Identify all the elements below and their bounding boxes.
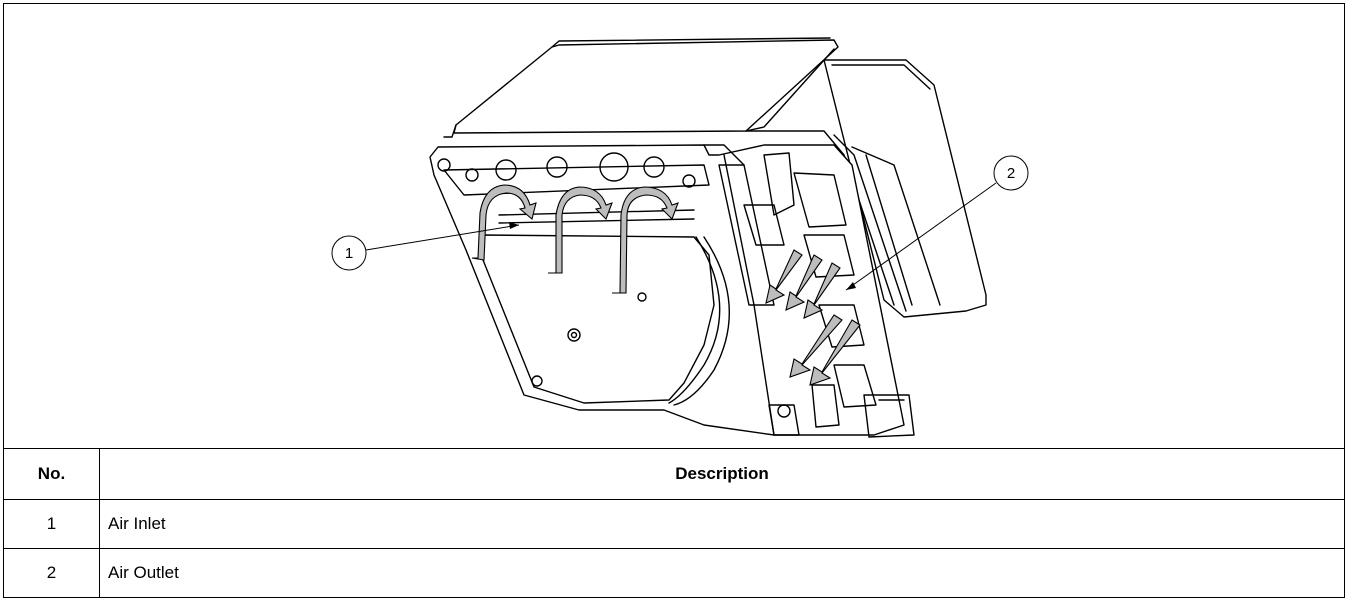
callout-2-label: 2 <box>1007 165 1015 182</box>
device-front-frame <box>429 144 905 436</box>
inlet-arrows <box>471 184 679 294</box>
header-description: Description <box>99 448 1345 500</box>
row-description: Air Outlet <box>99 548 1345 598</box>
callout-2: 2 <box>845 155 1029 291</box>
figure-cell: 1 2 <box>3 3 1345 449</box>
table-row: 1 Air Inlet <box>3 499 1345 549</box>
parts-table: 1 2 No. Description 1 Air Inlet 2 Air Ou… <box>3 3 1345 598</box>
callout-1-label: 1 <box>345 245 353 262</box>
table-row: 2 Air Outlet <box>3 548 1345 598</box>
device-lid <box>453 39 839 134</box>
device-housing <box>823 59 987 318</box>
row-description: Air Inlet <box>99 499 1345 549</box>
row-no: 2 <box>3 548 100 598</box>
table-header-row: No. Description <box>3 448 1345 500</box>
header-no: No. <box>3 448 100 500</box>
outlet-arrows <box>765 249 861 386</box>
device-illustration: 1 2 <box>331 37 1029 438</box>
callout-1: 1 <box>331 222 520 271</box>
row-no: 1 <box>3 499 100 549</box>
